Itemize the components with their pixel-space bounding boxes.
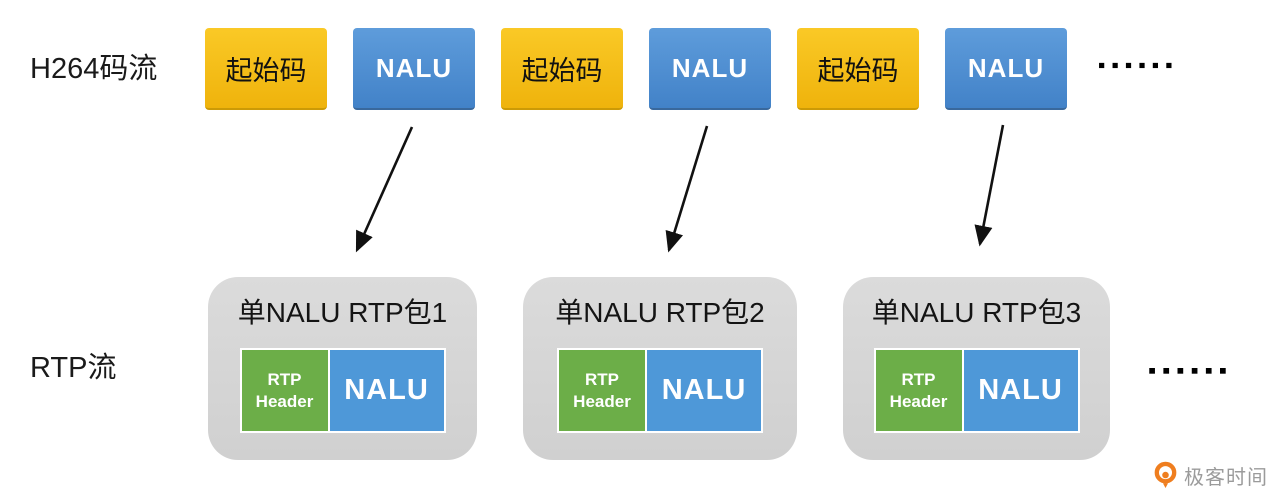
h264-stream-row: 起始码 NALU 起始码 NALU 起始码 NALU xyxy=(205,28,1067,110)
rtp-header-cell: RTP Header xyxy=(241,350,328,431)
rtp-header-cell: RTP Header xyxy=(559,350,645,431)
rtp-packet-title: 单NALU RTP包1 xyxy=(237,297,448,328)
start-code-label: 起始码 xyxy=(225,55,307,86)
h264-stream-ellipsis: ▪▪▪▪▪▪ xyxy=(1098,54,1179,77)
rtp-packet-title: 单NALU RTP包3 xyxy=(871,297,1082,328)
geektime-watermark: 极客时间 xyxy=(1152,461,1268,490)
rtp-packet-structure: RTP Header NALU xyxy=(873,348,1080,433)
rtp-packet-3: 单NALU RTP包3 RTP Header NALU xyxy=(843,277,1110,460)
rtp-packet-1: 单NALU RTP包1 RTP Header NALU xyxy=(208,277,477,460)
start-code-box-2: 起始码 xyxy=(501,28,623,110)
nalu-box-1: NALU xyxy=(353,28,475,110)
nalu-label: NALU xyxy=(671,52,749,83)
arrow-nalu2-to-packet2 xyxy=(665,125,709,253)
nalu-box-3: NALU xyxy=(945,28,1067,110)
rtp-packet-title: 单NALU RTP包2 xyxy=(555,297,765,328)
nalu-payload-cell: NALU xyxy=(647,350,761,431)
nalu-box-2: NALU xyxy=(649,28,771,110)
rtp-packet-structure: RTP Header NALU xyxy=(557,348,763,433)
geektime-brand-text: 极客时间 xyxy=(1184,467,1268,489)
rtp-stream-ellipsis: ▪▪▪▪▪▪ xyxy=(1148,357,1233,383)
start-code-box-3: 起始码 xyxy=(797,28,919,110)
arrow-nalu3-to-packet3 xyxy=(974,124,1005,247)
rtp-packet-structure: RTP Header NALU xyxy=(239,348,446,433)
h264-stream-label: H264码流 xyxy=(30,53,158,85)
nalu-label: NALU xyxy=(375,52,453,83)
start-code-box-1: 起始码 xyxy=(205,28,327,110)
geektime-logo-icon xyxy=(1154,461,1177,489)
nalu-payload-cell: NALU xyxy=(963,350,1078,431)
start-code-label: 起始码 xyxy=(521,55,603,86)
start-code-label: 起始码 xyxy=(817,55,899,86)
rtp-header-cell: RTP Header xyxy=(875,350,962,431)
rtp-packet-2: 单NALU RTP包2 RTP Header NALU xyxy=(523,277,797,460)
nalu-payload-cell: NALU xyxy=(329,350,444,431)
rtp-stream-label: RTP流 xyxy=(30,352,117,384)
arrow-nalu1-to-packet1 xyxy=(355,126,414,253)
nalu-label: NALU xyxy=(967,52,1045,83)
